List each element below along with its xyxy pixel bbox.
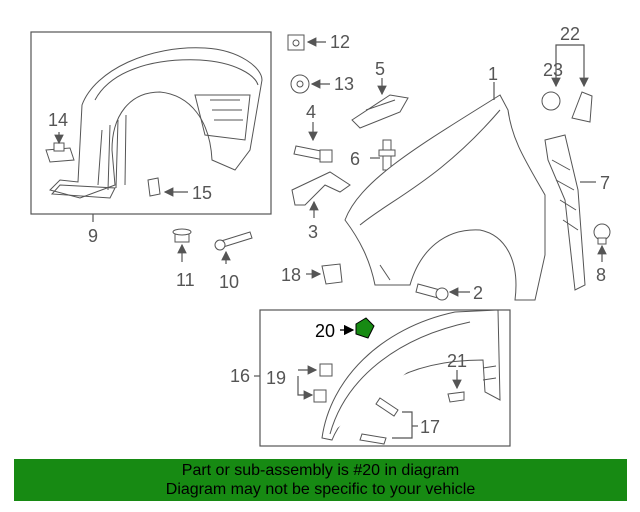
callout-8: 8 bbox=[596, 265, 606, 285]
screw-10 bbox=[214, 231, 253, 251]
callout-4: 4 bbox=[306, 102, 316, 122]
nut-11 bbox=[172, 228, 192, 243]
callout-12: 12 bbox=[330, 32, 350, 52]
callout-14: 14 bbox=[48, 110, 68, 130]
bracket-3 bbox=[291, 171, 351, 206]
callout-10: 10 bbox=[219, 272, 239, 292]
callout-17: 17 bbox=[420, 417, 440, 437]
callout-15: 15 bbox=[192, 183, 212, 203]
clip-15 bbox=[147, 177, 161, 197]
fender-flare bbox=[321, 309, 501, 441]
callout-20: 20 bbox=[315, 321, 335, 341]
grommet-13 bbox=[290, 74, 310, 94]
bolt-2 bbox=[415, 283, 449, 301]
fender-seal-7 bbox=[544, 134, 586, 291]
clip-12 bbox=[287, 34, 305, 51]
bracket-5 bbox=[351, 94, 409, 129]
screws-17 bbox=[359, 397, 399, 445]
callout-5: 5 bbox=[375, 59, 385, 79]
callout-18: 18 bbox=[281, 265, 301, 285]
inset-box-fender-flare bbox=[259, 309, 511, 447]
front-fender-1 bbox=[344, 94, 546, 301]
callout-2: 2 bbox=[473, 283, 483, 303]
callout-7: 7 bbox=[600, 173, 610, 193]
callout-21: 21 bbox=[447, 351, 467, 371]
callout-13: 13 bbox=[334, 74, 354, 94]
callout-16: 16 bbox=[230, 366, 250, 386]
callout-1: 1 bbox=[488, 64, 498, 84]
callout-6: 6 bbox=[350, 149, 360, 169]
screw-21 bbox=[447, 391, 465, 403]
banner-line-2: Diagram may not be specific to your vehi… bbox=[165, 481, 476, 498]
clip-8 bbox=[593, 223, 611, 245]
clip-14 bbox=[45, 142, 75, 163]
bolt-4 bbox=[293, 145, 333, 163]
callout-11: 11 bbox=[176, 270, 195, 290]
grommet-23 bbox=[541, 91, 561, 111]
clips-19 bbox=[313, 363, 333, 403]
bracket-22 bbox=[571, 91, 593, 123]
fender-liner-drawing bbox=[49, 47, 263, 199]
callout-9: 9 bbox=[88, 226, 98, 246]
callout-3: 3 bbox=[308, 222, 318, 242]
clip-20-highlighted bbox=[355, 317, 375, 339]
clip-18 bbox=[321, 263, 343, 285]
callout-23: 23 bbox=[543, 60, 563, 80]
callout-22: 22 bbox=[560, 24, 580, 44]
callout-19: 19 bbox=[266, 368, 286, 388]
inset-box-fender-liner bbox=[30, 31, 272, 215]
banner-line-1: Part or sub-assembly is #20 in diagram bbox=[181, 462, 460, 479]
info-banner: Part or sub-assembly is #20 in diagram D… bbox=[14, 459, 627, 501]
